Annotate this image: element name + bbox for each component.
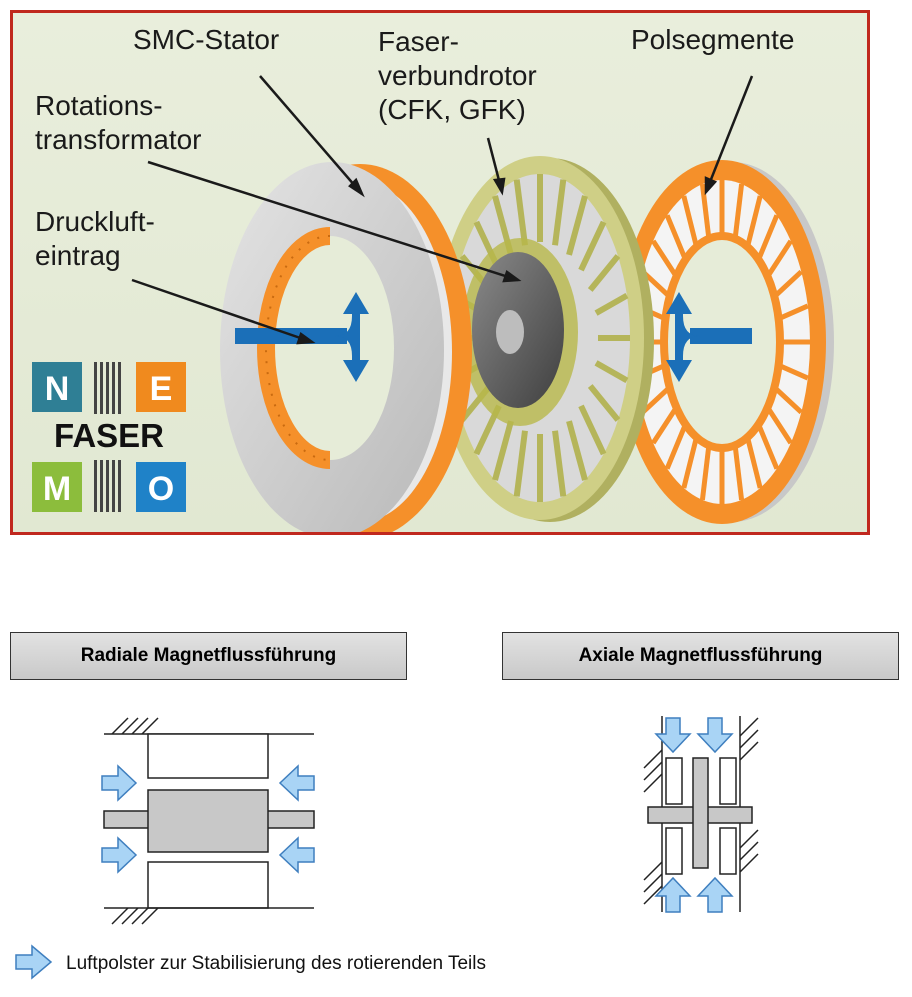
pole-segment-divider bbox=[779, 363, 809, 381]
pole-segment-divider bbox=[774, 269, 803, 297]
air-cushion-arrow-axial-1 bbox=[654, 717, 692, 754]
air-cushion-arrow-radial-1 bbox=[101, 764, 138, 802]
logo-stripes bbox=[94, 362, 121, 512]
pole-segment-divider bbox=[651, 239, 678, 277]
pole-segment-divider bbox=[681, 438, 699, 489]
callout-smc-stator: SMC-Stator bbox=[133, 23, 279, 57]
logo-tile-e bbox=[136, 362, 186, 412]
logo-letter-e: E bbox=[150, 370, 173, 408]
radial-hatching-bottom bbox=[111, 907, 159, 925]
logo-letter-n: N bbox=[45, 370, 70, 408]
axial-hatching-right bbox=[739, 717, 759, 873]
pole-segment-divider bbox=[664, 425, 687, 470]
pole-segment-divider bbox=[641, 387, 670, 415]
pole-segment-divider bbox=[732, 183, 745, 238]
axial-stator-bottom-left bbox=[665, 827, 683, 875]
callout-rotations-line1: Rotations- bbox=[35, 90, 163, 121]
axial-hatching-left bbox=[643, 749, 663, 905]
legend-arrow-icon bbox=[15, 944, 53, 980]
air-cushion-arrow-radial-4 bbox=[278, 836, 315, 874]
legend-text: Luftpolster zur Stabilisierung des rotie… bbox=[66, 953, 486, 974]
rotor-spoke bbox=[552, 430, 567, 497]
rotor-spoke bbox=[566, 195, 588, 256]
machine-illustration-panel: N E M O FASER SMC-Stator Faser- verbundr… bbox=[10, 10, 870, 535]
pole-segment-divider bbox=[699, 183, 712, 238]
pole-segment-divider bbox=[774, 387, 803, 415]
rotor-spoke bbox=[587, 384, 621, 422]
pole-segment-divider bbox=[779, 303, 809, 321]
pole-segment-divider bbox=[681, 195, 699, 246]
callout-smc-stator-text: SMC-Stator bbox=[133, 24, 280, 55]
pole-segment-divider bbox=[732, 446, 745, 501]
axial-stator-top-right bbox=[719, 757, 737, 805]
rotor-spoke bbox=[513, 430, 528, 497]
rotor-spoke bbox=[513, 179, 528, 246]
radial-upper-stator bbox=[147, 733, 269, 779]
callout-faser-line3: (CFK, GFK) bbox=[378, 94, 526, 125]
callout-polsegmente-text: Polsegmente bbox=[631, 24, 795, 55]
rotor-spoke bbox=[578, 220, 607, 272]
pole-segment-divider bbox=[757, 425, 780, 470]
callout-druckluft-line1: Druckluft- bbox=[35, 206, 155, 237]
radial-section-title: Radiale Magnetflussführung bbox=[80, 645, 337, 666]
radial-hatching-top bbox=[111, 717, 159, 735]
rotor-spoke bbox=[578, 404, 607, 456]
radial-rotor bbox=[147, 789, 269, 853]
radial-section-header: Radiale Magnetflussführung bbox=[10, 632, 407, 680]
callout-rotationstransformator: Rotations- transformator bbox=[35, 89, 202, 157]
rotor-spoke bbox=[492, 420, 514, 481]
axial-stator-top-left bbox=[665, 757, 683, 805]
axial-section-title: Axiale Magnetflussführung bbox=[578, 645, 823, 666]
callout-faser-line2: verbundrotor bbox=[378, 60, 537, 91]
pole-segment-divider bbox=[766, 407, 793, 445]
axial-stator-bottom-right bbox=[719, 827, 737, 875]
rotor-spoke bbox=[566, 420, 588, 481]
pole-segment-divider bbox=[766, 239, 793, 277]
pole-segment-divider bbox=[651, 407, 678, 445]
logo-tile-m bbox=[32, 462, 82, 512]
logo-tile-n bbox=[32, 362, 82, 412]
pole-segment-divider bbox=[664, 214, 687, 259]
callout-polsegmente: Polsegmente bbox=[631, 23, 794, 57]
faserverbundrotor bbox=[436, 156, 654, 522]
air-supply-arrow-right bbox=[666, 292, 752, 382]
rotor-spoke bbox=[594, 292, 629, 316]
air-cushion-arrow-radial-3 bbox=[101, 836, 138, 874]
air-cushion-arrow-radial-2 bbox=[278, 764, 315, 802]
callout-faser-line1: Faser- bbox=[378, 26, 459, 57]
air-cushion-arrow-axial-4 bbox=[696, 876, 734, 913]
callout-drucklufteintrag: Druckluft- eintrag bbox=[35, 205, 155, 273]
air-cushion-arrow-axial-2 bbox=[696, 717, 734, 754]
axial-section-header: Axiale Magnetflussführung bbox=[502, 632, 899, 680]
pole-segment-divider bbox=[745, 195, 763, 246]
air-cushion-arrow-axial-3 bbox=[654, 876, 692, 913]
pole-segment-divider bbox=[745, 438, 763, 489]
pole-segment-divider bbox=[699, 446, 712, 501]
axial-flux-diagram bbox=[643, 716, 759, 913]
rotor-spoke bbox=[594, 360, 629, 384]
rotor-spoke bbox=[552, 179, 567, 246]
callout-rotations-line2: transformator bbox=[35, 124, 202, 155]
callout-faserverbundrotor: Faser- verbundrotor (CFK, GFK) bbox=[378, 25, 537, 127]
logo-tile-o bbox=[136, 462, 186, 512]
logo-word-faser: FASER bbox=[54, 417, 164, 454]
smc-stator-ring bbox=[220, 162, 472, 532]
logo-letter-m: M bbox=[43, 470, 71, 508]
axial-rotor-disc bbox=[692, 757, 709, 869]
nemo-faser-logo: N E M O FASER bbox=[32, 362, 186, 512]
rotor-spoke bbox=[587, 254, 621, 292]
logo-letter-o: O bbox=[148, 470, 174, 508]
radial-lower-stator bbox=[147, 861, 269, 909]
callout-druckluft-line2: eintrag bbox=[35, 240, 121, 271]
radial-flux-diagram bbox=[101, 717, 315, 925]
callout-pointers bbox=[131, 75, 754, 345]
machine-illustration: N E M O FASER bbox=[13, 13, 867, 532]
pole-segment-divider bbox=[757, 214, 780, 259]
